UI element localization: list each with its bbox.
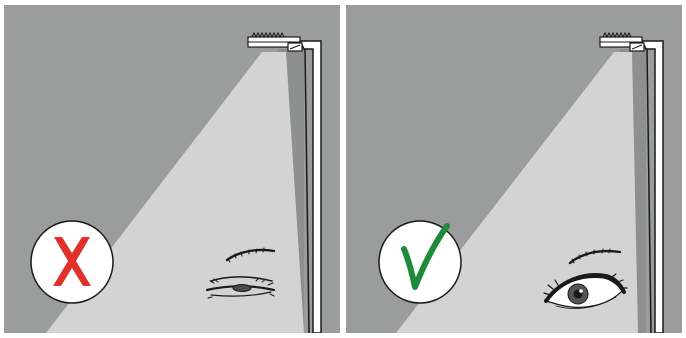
panel-correct: [346, 5, 682, 333]
panel-incorrect: [4, 5, 340, 333]
scene-incorrect: [4, 5, 340, 333]
badge-correct: [379, 221, 461, 303]
badge-incorrect: [31, 221, 113, 303]
scene-correct: [346, 5, 682, 333]
